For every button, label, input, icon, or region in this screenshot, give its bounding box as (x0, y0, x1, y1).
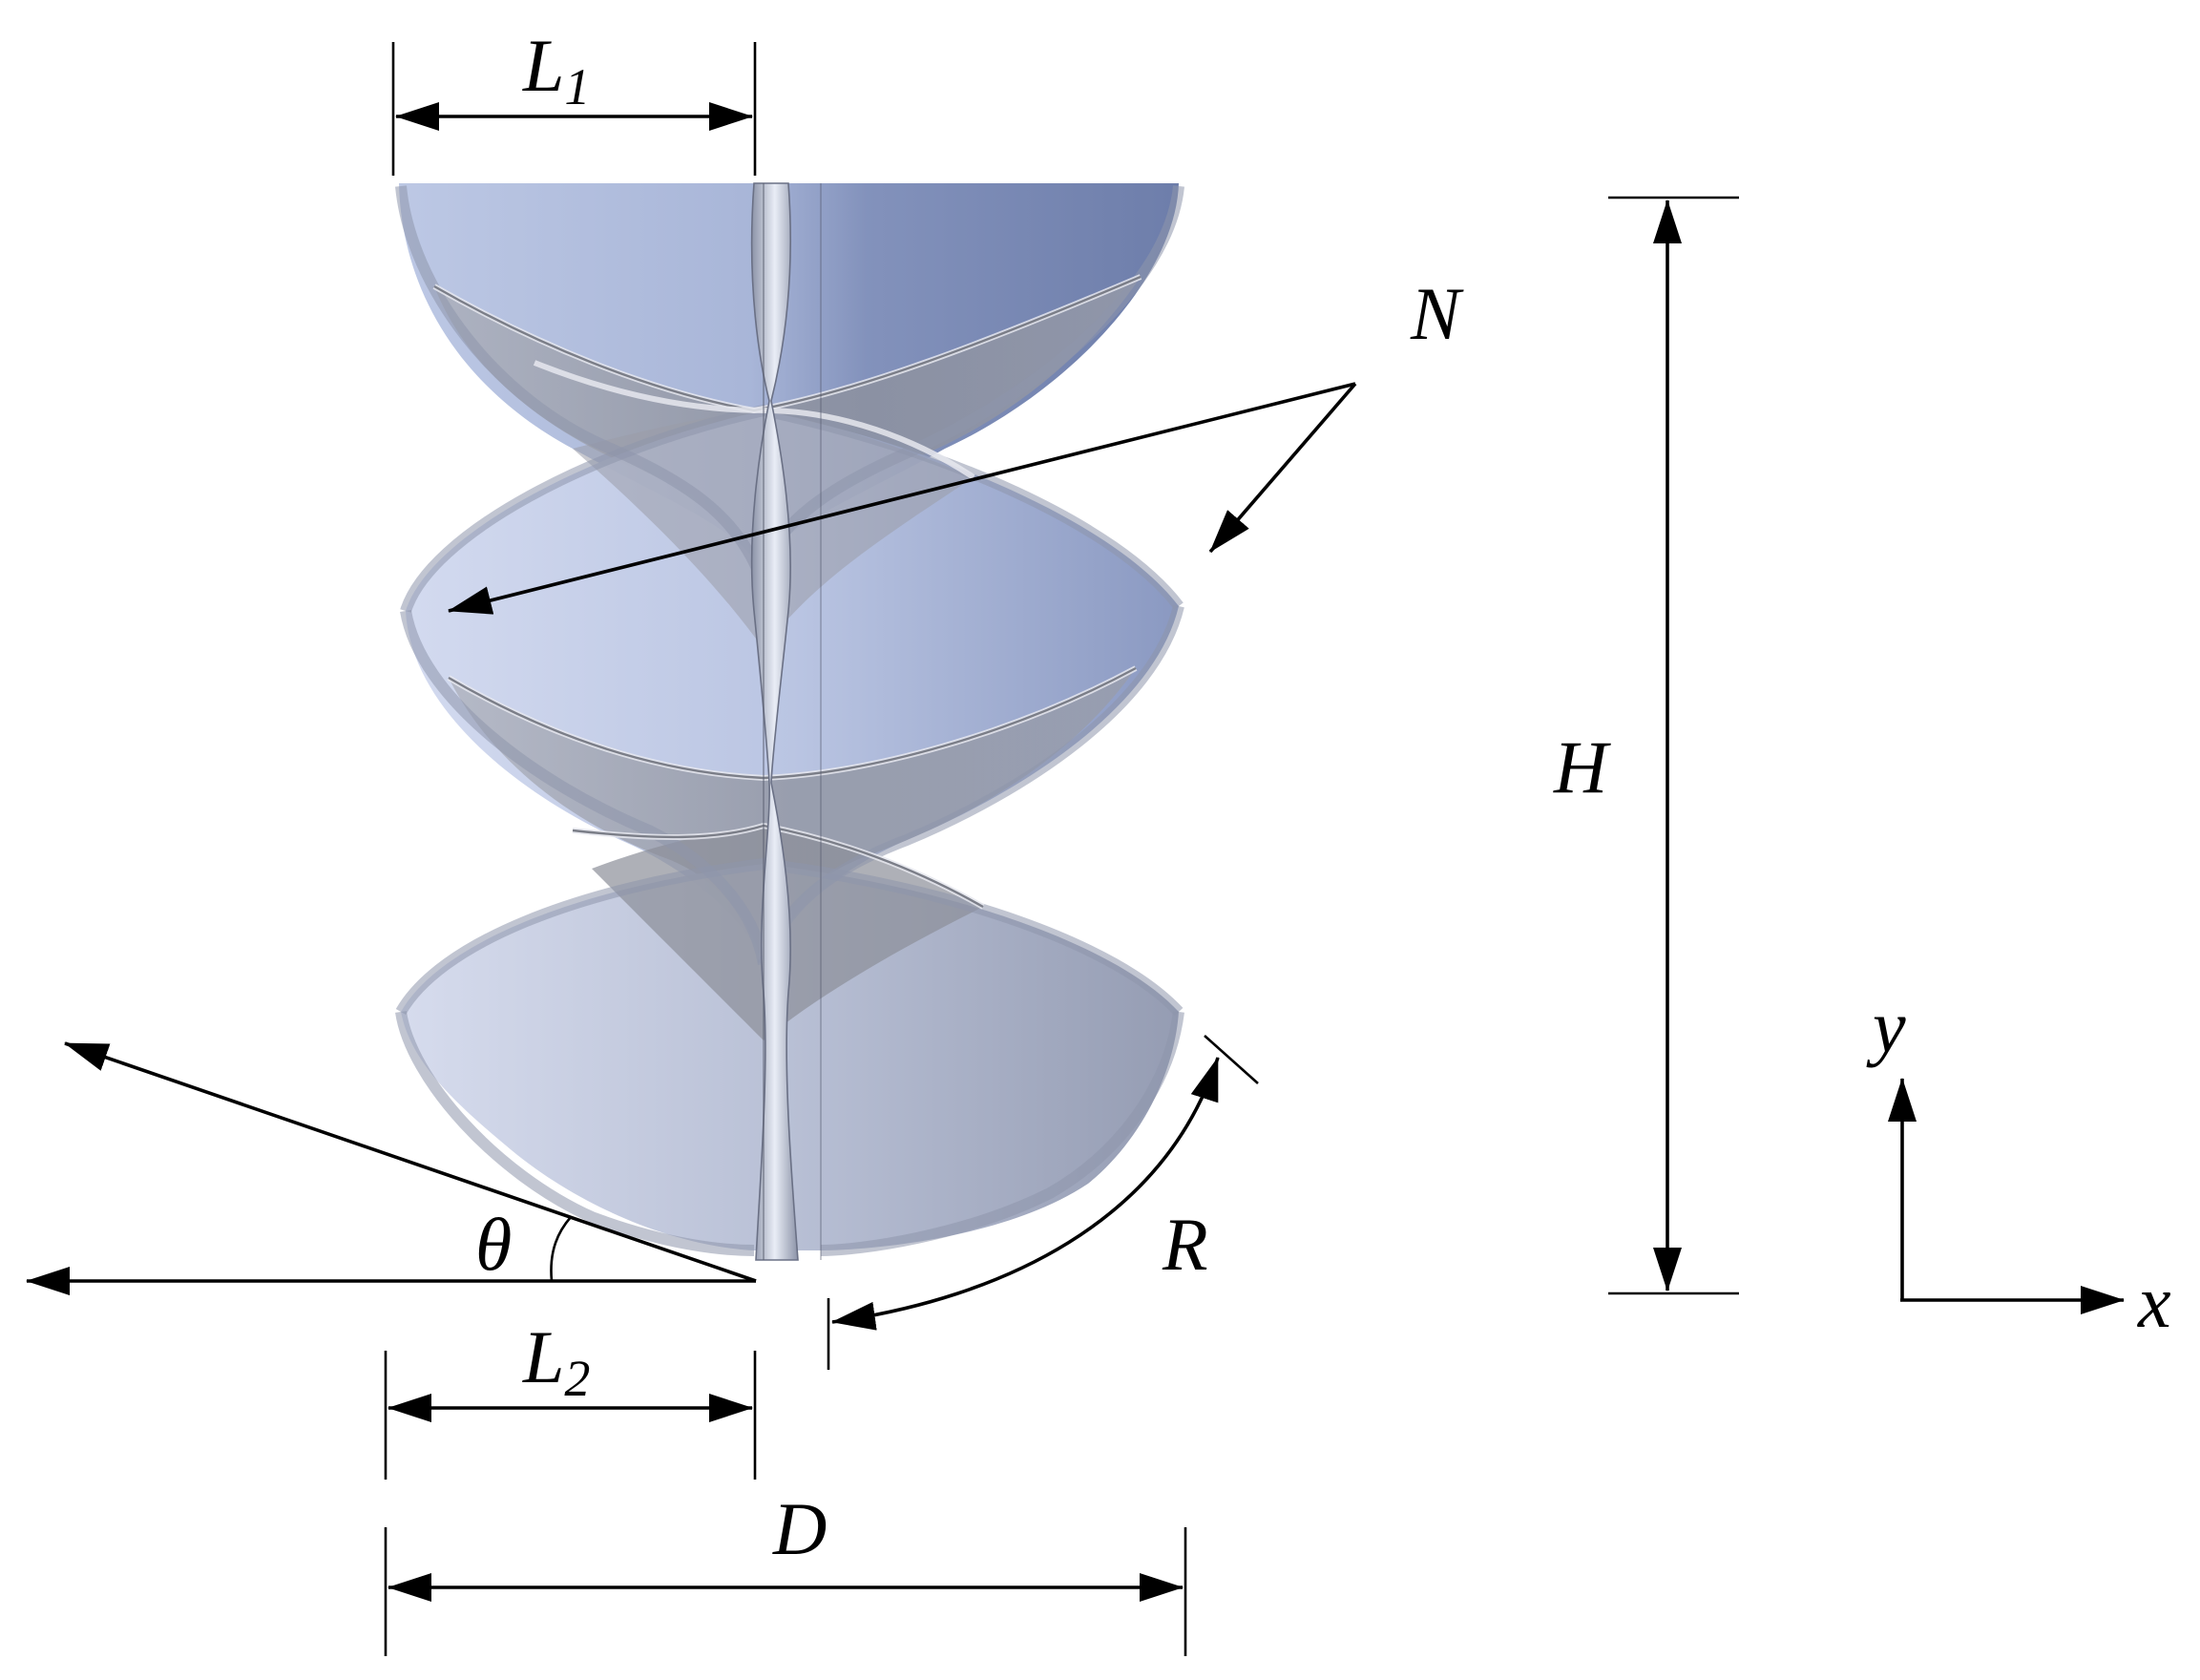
dimension-l1: L1 (391, 24, 757, 176)
label-n: N (1410, 272, 1464, 355)
blade-tier-1 (399, 183, 1179, 573)
dimension-l2: L2 (384, 1315, 757, 1480)
label-y-axis: y (1866, 985, 1906, 1068)
angle-theta: θ (26, 1041, 757, 1295)
label-l2: L2 (522, 1315, 590, 1407)
label-theta: θ (475, 1203, 512, 1286)
blade-count-annotation: N (448, 272, 1464, 615)
dimension-r: R (827, 1035, 1259, 1370)
label-l1: L1 (522, 24, 590, 116)
rotor-blades (395, 182, 1184, 1261)
label-x-axis: x (2137, 1260, 2171, 1343)
label-r: R (1162, 1203, 1208, 1286)
label-d: D (772, 1487, 827, 1570)
dimension-d: D (384, 1487, 1187, 1656)
coordinate-axes: y x (1866, 985, 2171, 1343)
dimension-h: H (1553, 196, 1739, 1295)
label-h: H (1553, 725, 1611, 808)
annotations: L1 N H θ R (26, 24, 2171, 1656)
